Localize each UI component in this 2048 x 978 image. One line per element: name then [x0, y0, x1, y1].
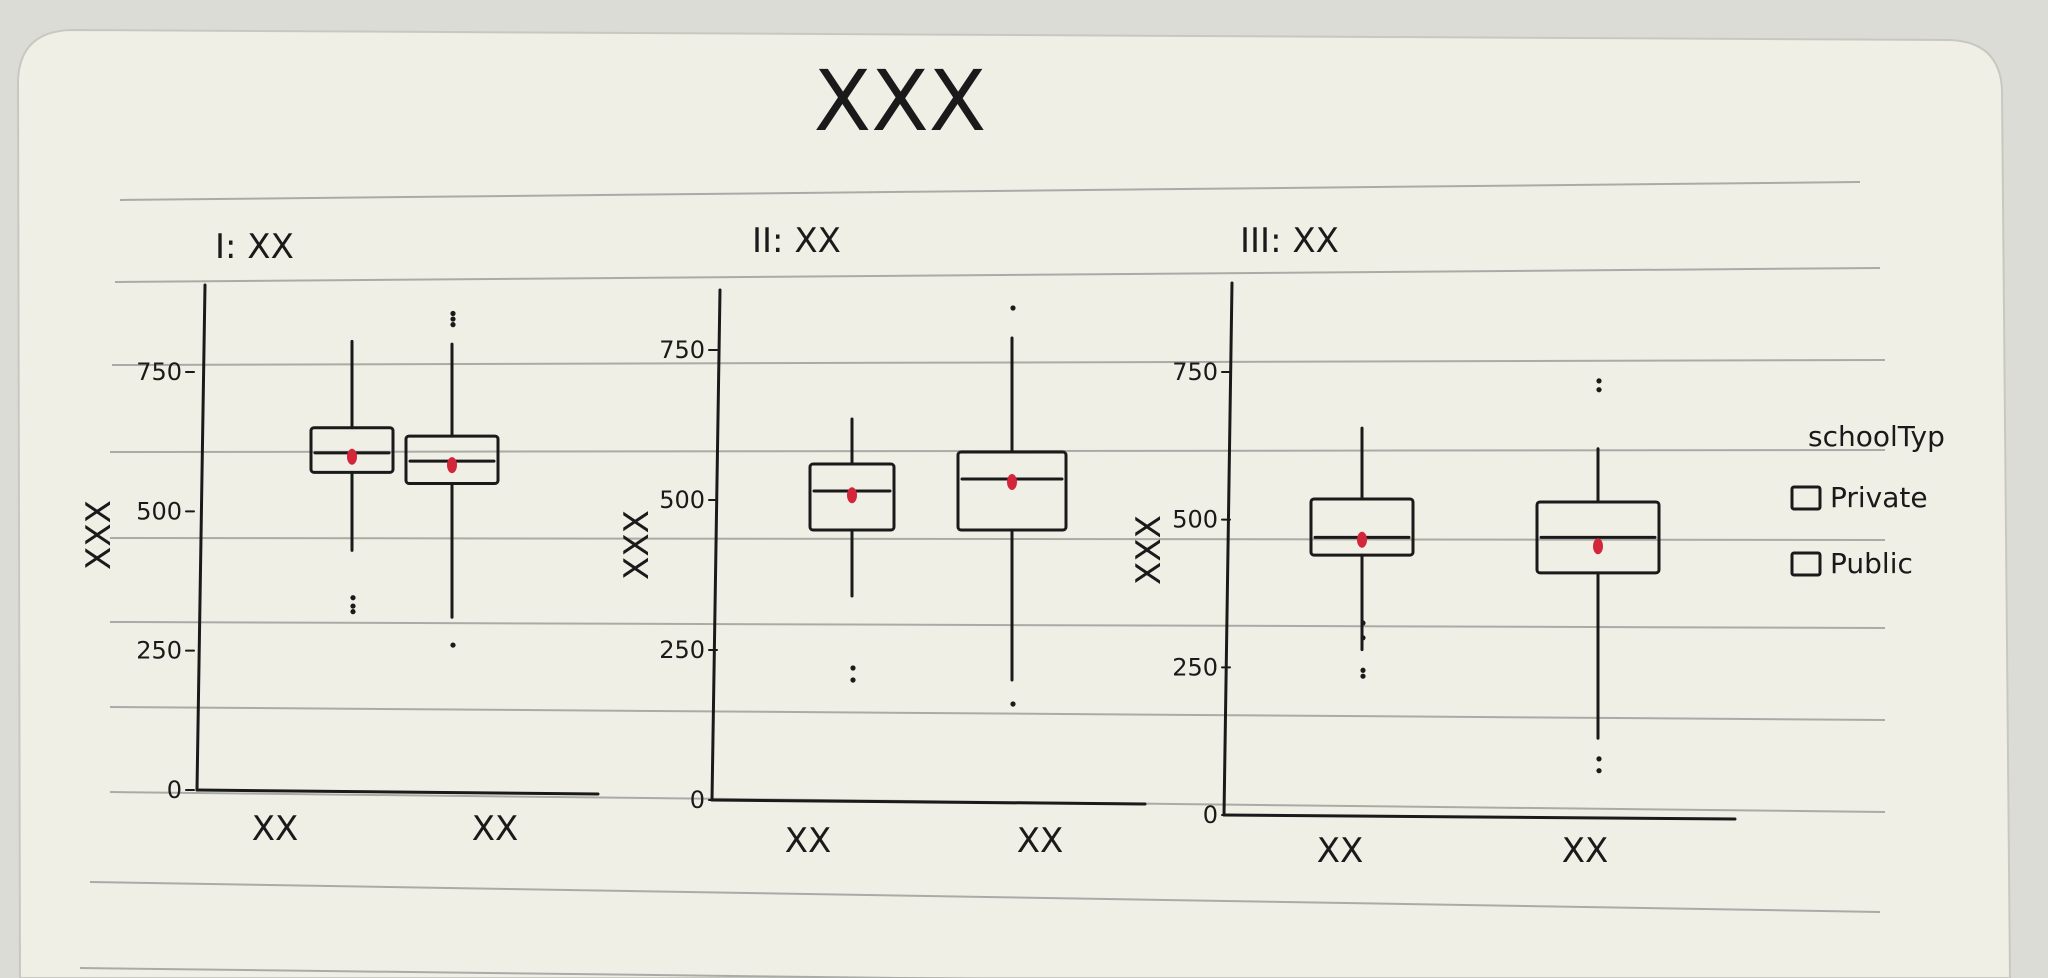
- panel-title: II: XX: [752, 221, 841, 261]
- legend-entry-label: Public: [1830, 547, 1913, 580]
- paper-sheet: [16, 28, 2012, 978]
- outlier-point: [850, 665, 856, 671]
- outlier-point: [350, 609, 356, 615]
- chart-title: XXX: [814, 52, 987, 150]
- y-tick-label: 750: [1172, 358, 1218, 386]
- box-iqr: [309, 426, 395, 474]
- legend-entry-label: Private: [1830, 481, 1928, 514]
- x-category-label: XX: [785, 821, 832, 861]
- y-axis-label: XXX: [617, 510, 657, 580]
- y-tick-label: 750: [659, 336, 705, 364]
- outlier-point: [1360, 635, 1366, 641]
- box-2: [1535, 378, 1661, 774]
- mean-marker: [447, 457, 457, 474]
- x-category-label: XX: [252, 809, 299, 849]
- x-category-label: XX: [472, 809, 519, 849]
- y-tick-label: 250: [136, 637, 182, 665]
- ruled-line: [109, 621, 1886, 629]
- outlier-point: [350, 603, 356, 609]
- x-category-label: XX: [1017, 821, 1064, 861]
- outlier-point: [1596, 756, 1602, 762]
- box-1: [808, 417, 896, 683]
- box-iqr: [1309, 497, 1415, 557]
- y-tick-label: 500: [136, 497, 182, 525]
- panel-title: I: XX: [215, 227, 294, 267]
- y-axis-line: [195, 283, 207, 792]
- mean-marker: [847, 487, 857, 504]
- mean-marker: [1007, 474, 1017, 490]
- mean-marker: [1357, 531, 1367, 548]
- ruled-line: [89, 881, 1881, 913]
- outlier-point: [1596, 378, 1602, 384]
- x-axis-line: [195, 788, 600, 796]
- y-tick-label: 500: [659, 486, 705, 514]
- outlier-point: [1596, 768, 1602, 774]
- x-category-label: XX: [1317, 831, 1364, 871]
- box-iqr: [1535, 500, 1661, 575]
- outlier-point: [450, 310, 456, 317]
- ruled-line: [109, 706, 1886, 721]
- ruled-line: [79, 967, 981, 978]
- y-tick-label: 250: [1172, 653, 1218, 681]
- box-iqr: [808, 462, 896, 532]
- outlier-point: [450, 642, 456, 648]
- panel-title: III: XX: [1240, 221, 1339, 261]
- box-2: [404, 310, 500, 648]
- box-1: [309, 339, 395, 615]
- box-iqr: [956, 450, 1068, 532]
- outlier-point: [450, 316, 456, 322]
- legend-title: schoolTyp: [1808, 420, 1945, 453]
- mean-marker: [347, 448, 357, 465]
- y-tick-label: 0: [690, 786, 705, 814]
- outlier-point: [1010, 701, 1016, 707]
- y-tick-label: 500: [1172, 506, 1218, 534]
- ruled-line: [114, 267, 1881, 283]
- y-axis-line: [710, 288, 722, 802]
- y-tick-label: 750: [136, 358, 182, 386]
- legend-swatch: [1790, 485, 1822, 511]
- x-category-label: XX: [1562, 831, 1609, 871]
- notebook-page: [16, 28, 2012, 978]
- y-axis-label: XXX: [1129, 515, 1169, 585]
- outlier-point: [1360, 667, 1366, 673]
- x-axis-line: [1222, 813, 1737, 821]
- legend-swatch: [1790, 551, 1822, 577]
- outlier-point: [1010, 305, 1016, 311]
- box-iqr: [404, 434, 500, 485]
- outlier-point: [1360, 673, 1366, 679]
- box-2: [956, 305, 1068, 707]
- ruled-line: [119, 181, 1861, 201]
- outlier-point: [450, 322, 456, 328]
- outlier-point: [1360, 620, 1366, 626]
- x-axis-line: [710, 798, 1147, 806]
- y-tick-label: 250: [659, 636, 705, 664]
- outlier-point: [1596, 387, 1602, 393]
- y-tick-label: 0: [167, 776, 182, 804]
- box-1: [1309, 426, 1415, 679]
- ruled-line: [111, 359, 1886, 366]
- ruled-line: [109, 537, 1886, 541]
- y-axis-label: XXX: [79, 500, 119, 570]
- outlier-point: [350, 595, 356, 601]
- y-tick-label: 0: [1203, 801, 1218, 829]
- outlier-point: [850, 677, 856, 683]
- mean-marker: [1593, 538, 1603, 555]
